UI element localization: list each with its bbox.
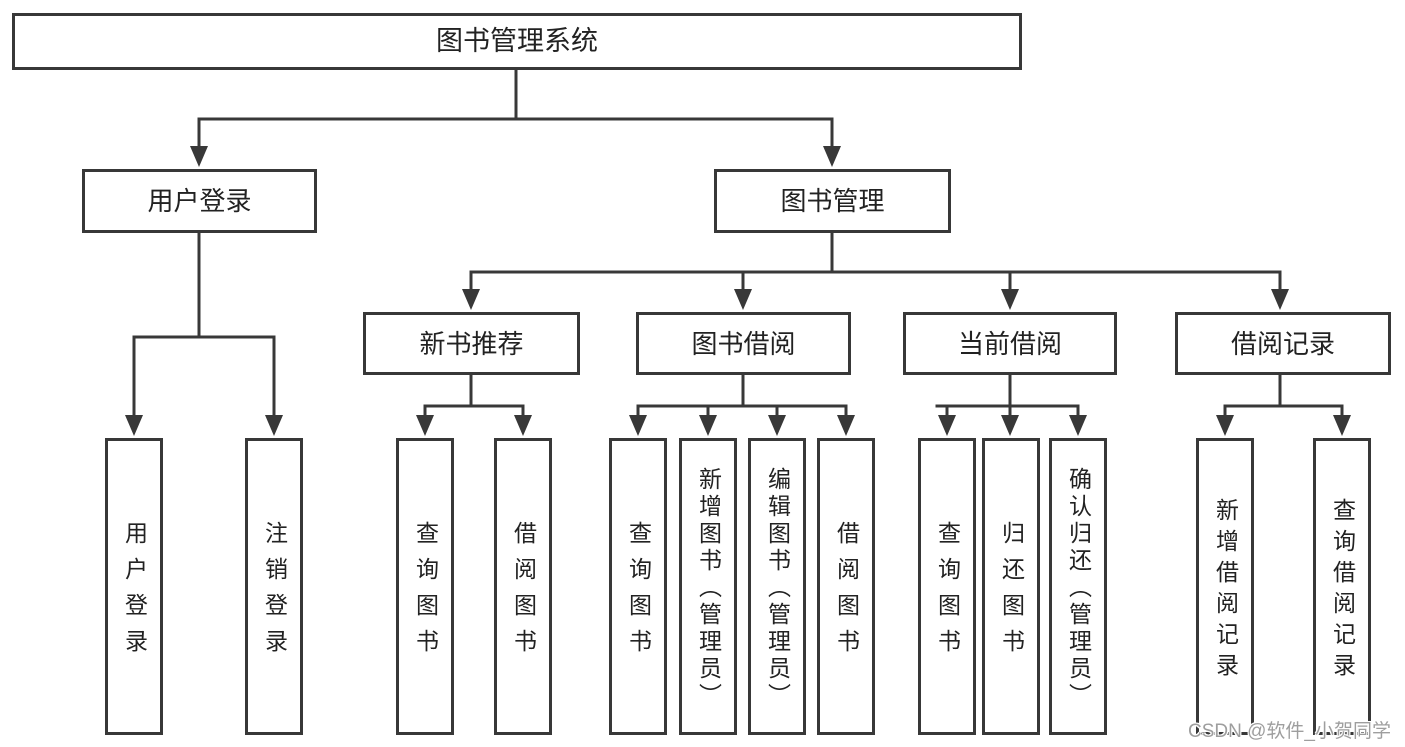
leaf-query-books-borrowing: 查询图书	[609, 438, 667, 735]
node-label: 借阅记录	[1230, 328, 1335, 359]
node-label: 图书借阅	[691, 328, 796, 359]
node-label: 图书管理	[780, 186, 885, 216]
node-borrow-records: 借阅记录	[1175, 312, 1391, 375]
node-user-login: 用户登录	[82, 169, 317, 233]
node-book-borrowing: 图书借阅	[636, 312, 851, 375]
node-current-borrowing: 当前借阅	[903, 312, 1117, 375]
leaf-confirm-return-admin: 确认归还（管理员）	[1049, 438, 1107, 735]
csdn-watermark: CSDN @软件_小贺同学	[1188, 721, 1391, 742]
node-book-management: 图书管理	[714, 169, 951, 233]
leaf-add-borrow-record: 新增借阅记录	[1196, 438, 1254, 735]
leaf-query-books-recommend: 查询图书	[396, 438, 454, 735]
leaf-user-login: 用户登录	[105, 438, 163, 735]
leaf-label: 用户登录	[121, 521, 148, 665]
leaf-label: 查询图书	[934, 521, 961, 665]
node-label: 用户登录	[147, 186, 252, 216]
leaf-label: 查询图书	[625, 521, 652, 665]
node-label: 新书推荐	[419, 328, 524, 359]
leaf-label: 编辑图书（管理员）	[764, 467, 791, 710]
leaf-add-book-admin: 新增图书（管理员）	[679, 438, 737, 735]
leaf-query-books-current: 查询图书	[918, 438, 976, 735]
node-new-book-recommend: 新书推荐	[363, 312, 580, 375]
leaf-borrow-books: 借阅图书	[817, 438, 875, 735]
leaf-label: 新增借阅记录	[1212, 497, 1239, 684]
leaf-label: 借阅图书	[833, 521, 860, 665]
leaf-label: 注销登录	[261, 521, 288, 665]
leaf-logout: 注销登录	[245, 438, 303, 735]
node-library-management-system: 图书管理系统	[12, 13, 1022, 70]
leaf-label: 查询图书	[412, 521, 439, 665]
leaf-label: 新增图书（管理员）	[695, 467, 722, 710]
leaf-label: 确认归还（管理员）	[1065, 467, 1092, 710]
leaf-return-book: 归还图书	[982, 438, 1040, 735]
leaf-label: 借阅图书	[510, 521, 537, 665]
node-label: 当前借阅	[957, 328, 1062, 359]
node-label: 图书管理系统	[436, 26, 598, 56]
leaf-label: 归还图书	[998, 521, 1025, 665]
leaf-label: 查询借阅记录	[1329, 497, 1356, 684]
leaf-query-borrow-record: 查询借阅记录	[1313, 438, 1371, 735]
leaf-borrow-books-recommend: 借阅图书	[494, 438, 552, 735]
leaf-edit-book-admin: 编辑图书（管理员）	[748, 438, 806, 735]
